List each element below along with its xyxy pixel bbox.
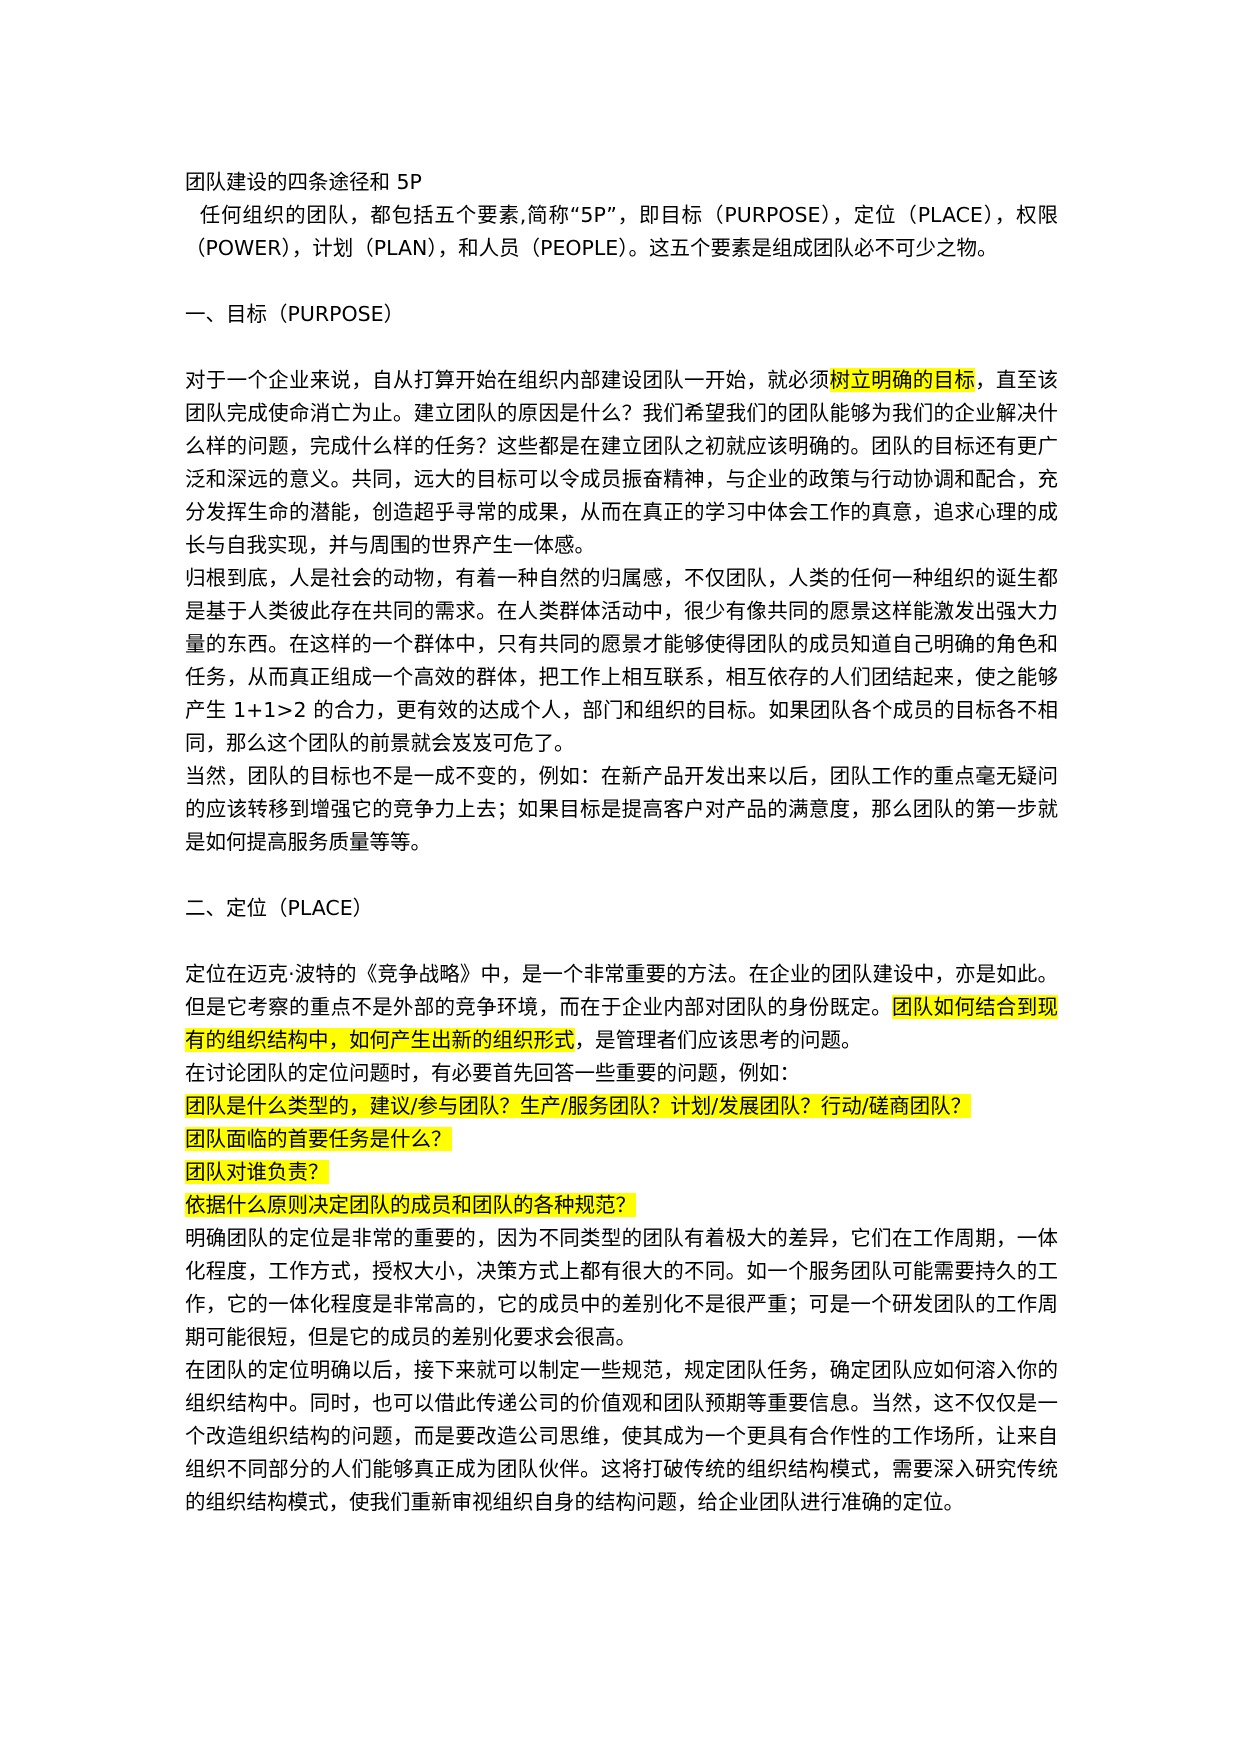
section2-paragraph-3: 明确团队的定位是非常的重要的，因为不同类型的团队有着极大的差异，它们在工作周期，… (185, 1226, 1058, 1349)
highlighted-text: 团队是什么类型的，建议/参与团队？生产/服务团队？计划/发展团队？行动/磋商团队… (185, 1094, 972, 1118)
question-item: 团队面临的首要任务是什么？ (185, 1123, 1058, 1156)
question-item: 团队是什么类型的，建议/参与团队？生产/服务团队？计划/发展团队？行动/磋商团队… (185, 1090, 1058, 1123)
section1-paragraph-1: 对于一个企业来说，自从打算开始在组织内部建设团队一开始，就必须树立明确的目标，直… (185, 364, 1058, 562)
intro-paragraph: 任何组织的团队，都包括五个要素,简称“5P”，即目标（PURPOSE），定位（P… (185, 203, 1058, 260)
spacer (185, 265, 1058, 298)
highlighted-text: 团队对谁负责？ (185, 1160, 329, 1184)
text-run: ，直至该团队完成使命消亡为止。建立团队的原因是什么？我们希望我们的团队能够为我们… (185, 368, 1059, 557)
section1-paragraph-2: 归根到底，人是社会的动物，有着一种自然的归属感，不仅团队，人类的任何一种组织的诞… (185, 566, 1058, 755)
text-run: ，是管理者们应该思考的问题。 (574, 1028, 862, 1052)
text-run: 定位在迈克·波特的《竞争战略》中，是一个非常重要的方法。在企业的团队建设中，亦是… (185, 962, 1058, 1019)
highlighted-text: 团队面临的首要任务是什么？ (185, 1127, 452, 1151)
spacer (185, 859, 1058, 892)
question-item: 依据什么原则决定团队的成员和团队的各种规范？ (185, 1189, 1058, 1222)
highlighted-text: 树立明确的目标 (829, 368, 976, 392)
spacer (185, 331, 1058, 364)
section2-heading: 二、定位（PLACE） (185, 896, 374, 920)
question-item: 团队对谁负责？ (185, 1156, 1058, 1189)
spacer (185, 925, 1058, 958)
section1-paragraph-3: 当然，团队的目标也不是一成不变的，例如：在新产品开发出来以后，团队工作的重点毫无… (185, 764, 1058, 854)
section1-heading: 一、目标（PURPOSE） (185, 302, 405, 326)
document-title: 团队建设的四条途径和 5P (185, 170, 422, 194)
highlighted-text: 依据什么原则决定团队的成员和团队的各种规范？ (185, 1193, 636, 1217)
section2-paragraph-2: 在讨论团队的定位问题时，有必要首先回答一些重要的问题，例如： (185, 1061, 800, 1085)
section2-paragraph-4: 在团队的定位明确以后，接下来就可以制定一些规范，规定团队任务，确定团队应如何溶入… (185, 1358, 1058, 1514)
section2-paragraph-1: 定位在迈克·波特的《竞争战略》中，是一个非常重要的方法。在企业的团队建设中，亦是… (185, 958, 1059, 1057)
text-run: 对于一个企业来说，自从打算开始在组织内部建设团队一开始，就必须 (185, 368, 830, 392)
